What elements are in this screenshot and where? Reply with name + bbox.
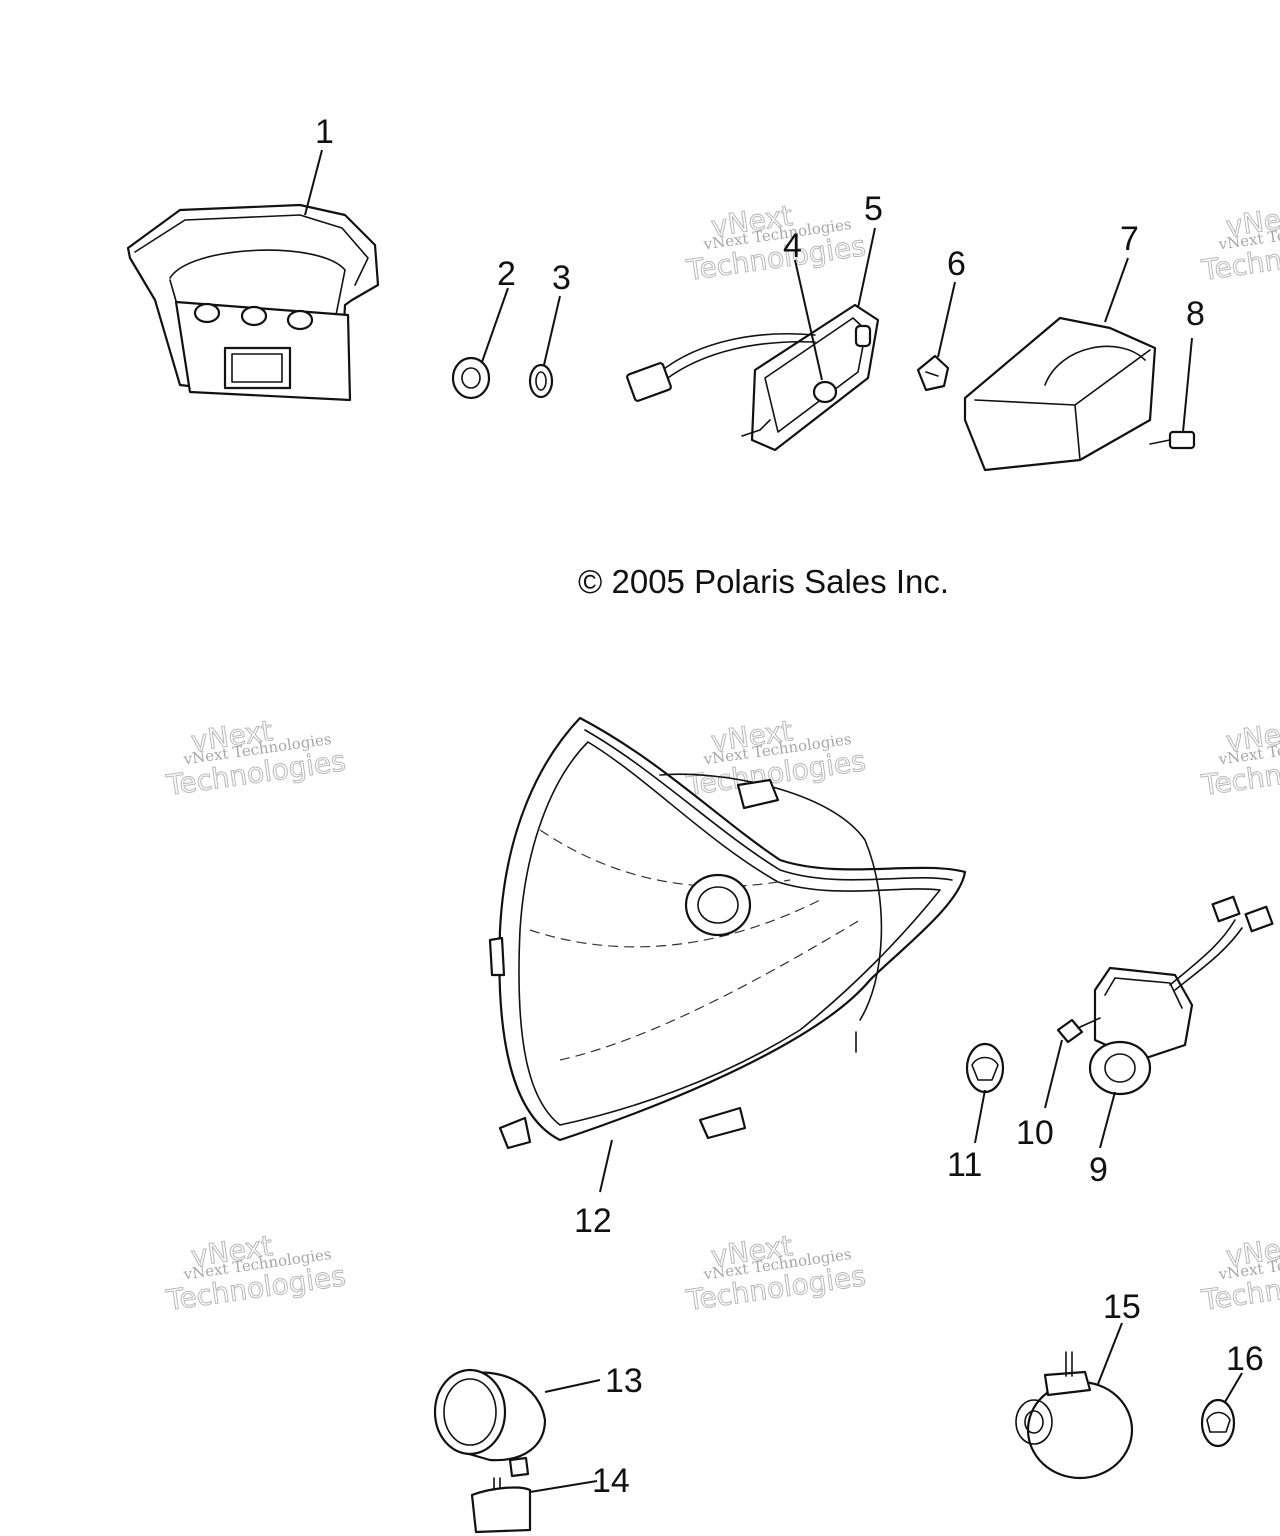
- callout-15: 15: [1103, 1288, 1141, 1326]
- callout-12: 12: [574, 1202, 612, 1240]
- callout-5: 5: [864, 190, 883, 228]
- part-9-headlight-socket: [1088, 895, 1274, 1096]
- part-5-socket-plate: [626, 303, 880, 452]
- watermark-middle-left: vNext vNext Technologies Technologies: [163, 714, 348, 803]
- part-11-bulb: [965, 1042, 1005, 1094]
- callout-6: 6: [947, 245, 966, 283]
- part-4-bulb: [812, 380, 838, 404]
- part-6-screw: [916, 354, 950, 392]
- callout-10: 10: [1016, 1114, 1054, 1152]
- callout-9: 9: [1089, 1151, 1108, 1189]
- watermark-middle-right: vNext vNext Technologies Technologies: [1198, 714, 1280, 803]
- callout-13: 13: [605, 1362, 643, 1400]
- callout-4: 4: [783, 227, 802, 265]
- callout-16: 16: [1226, 1340, 1264, 1378]
- watermark-bottom-center: vNext vNext Technologies Technologies: [683, 1229, 868, 1318]
- part-2-grommet: [451, 356, 491, 400]
- callout-11: 11: [947, 1146, 982, 1184]
- watermark-bottom-right: vNext vNext Technologies Technologies: [1198, 1229, 1280, 1318]
- callout-7: 7: [1120, 220, 1139, 258]
- part-8-screw: [1149, 430, 1196, 450]
- watermark-bottom-left: vNext vNext Technologies Technologies: [163, 1229, 348, 1318]
- leader-lines: [304, 149, 1243, 1493]
- callout-14: 14: [592, 1462, 630, 1500]
- part-16-bulb: [1200, 1398, 1236, 1448]
- callout-2: 2: [497, 255, 516, 293]
- callout-3: 3: [552, 259, 571, 297]
- part-1-taillight-housing: [126, 203, 380, 402]
- part-15-round-lamp: [1015, 1351, 1134, 1480]
- watermark-top-center: vNext vNext Technologies Technologies: [683, 199, 868, 288]
- watermark-top-right: vNext vNext Technologies Technologies: [1198, 199, 1280, 288]
- callout-1: 1: [315, 113, 334, 151]
- part-3-washer: [528, 363, 554, 399]
- part-12-headlight-assembly: [488, 716, 967, 1150]
- part-10-screw: [1056, 1017, 1101, 1044]
- part-14-nut: [470, 1486, 532, 1534]
- part-13-turn-signal: [433, 1368, 547, 1511]
- part-7-tail-lens: [963, 316, 1157, 472]
- callout-8: 8: [1186, 295, 1205, 333]
- copyright-notice: © 2005 Polaris Sales Inc.: [578, 563, 949, 600]
